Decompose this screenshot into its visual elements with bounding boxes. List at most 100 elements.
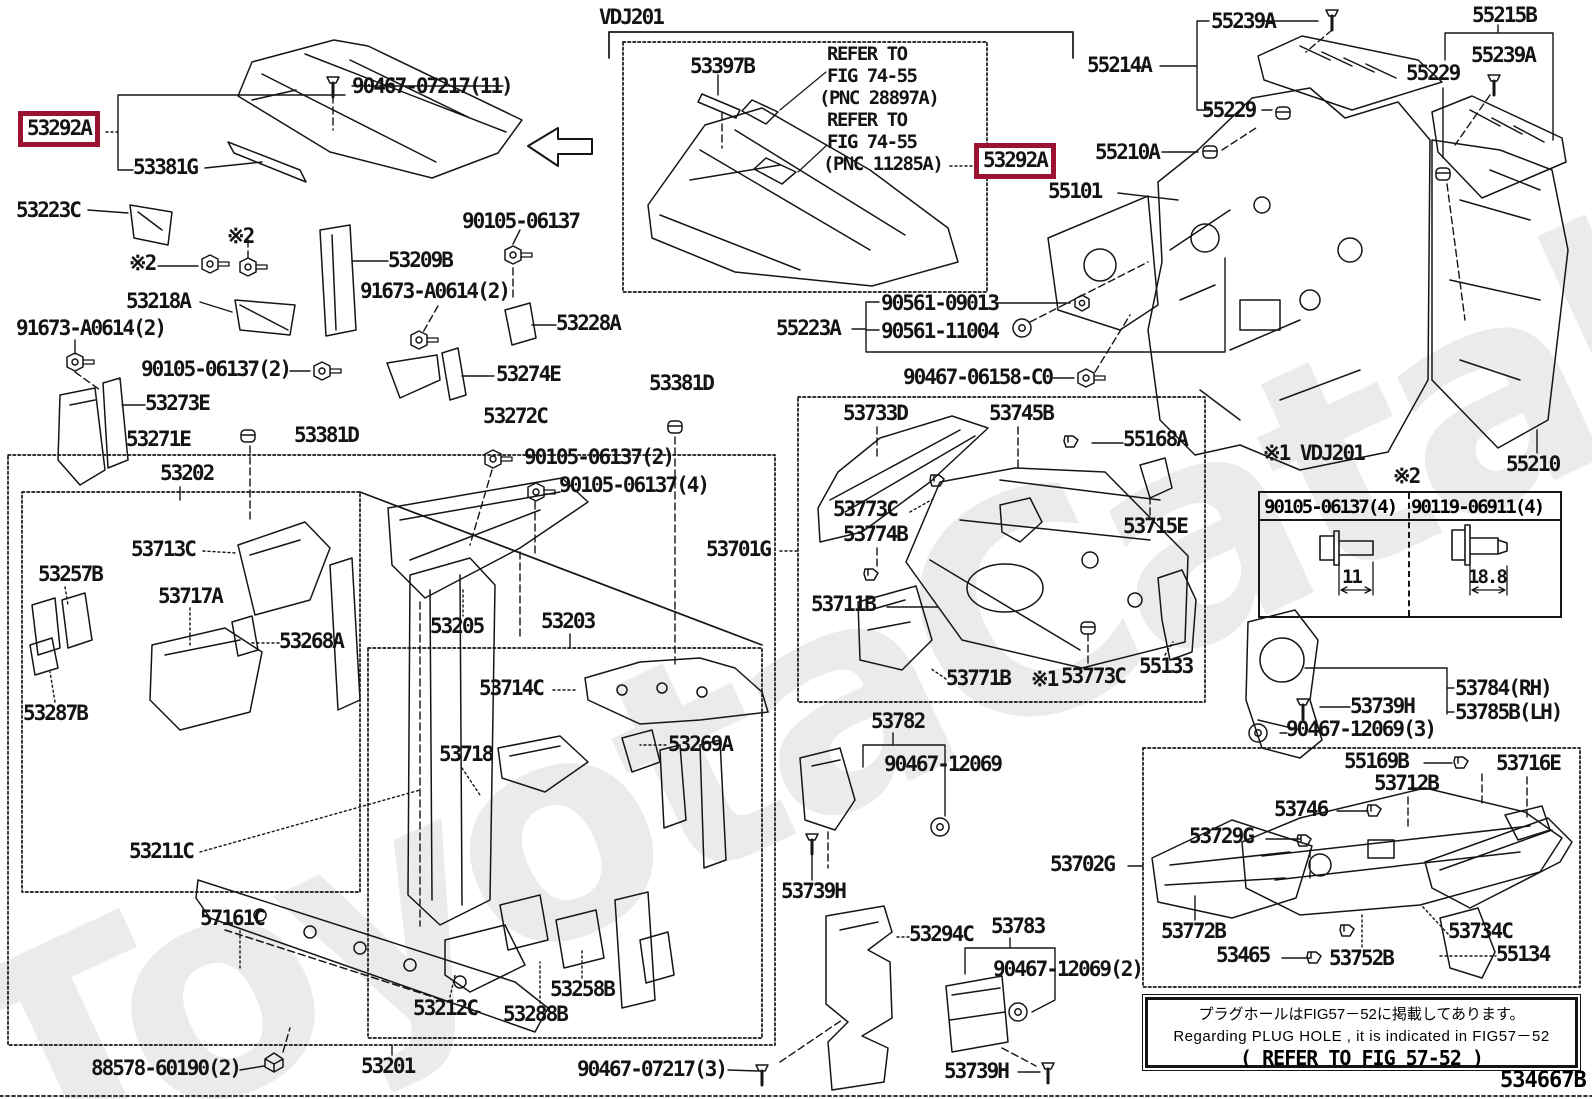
part-label[interactable]: 53734C <box>1448 919 1514 943</box>
part-label[interactable]: 53202 <box>160 461 215 485</box>
part-label[interactable]: 53381G <box>133 155 199 179</box>
part-label[interactable]: 53212C <box>413 996 479 1020</box>
part-label[interactable]: 53711B <box>811 592 877 616</box>
part-label[interactable]: 55229 <box>1406 61 1461 85</box>
left-arrow-icon <box>528 128 592 166</box>
part-label[interactable]: 53733D <box>843 401 909 425</box>
part-label[interactable]: 53287B <box>23 701 89 725</box>
part-label[interactable]: 53782 <box>871 709 926 733</box>
part-label[interactable]: 91673-A0614(2) <box>16 316 167 340</box>
spec-table-divider <box>1408 493 1410 616</box>
part-label[interactable]: 53273E <box>145 391 211 415</box>
part-label[interactable]: 53784(RH) <box>1455 676 1553 700</box>
part-label[interactable]: 91673-A0614(2) <box>360 279 511 303</box>
part-label[interactable]: 53201 <box>361 1054 416 1078</box>
part-label[interactable]: 55134 <box>1496 942 1551 966</box>
part-label[interactable]: 53272C <box>483 404 549 428</box>
part-label[interactable]: 55229 <box>1202 98 1257 122</box>
part-label[interactable]: 53771B <box>946 666 1012 690</box>
fastener-spec-table: 90105-06137(4) 90119-06911(4) <box>1258 491 1562 618</box>
spec-col1-part-number: 90105-06137(4) <box>1264 496 1398 518</box>
part-label[interactable]: 53785B(LH) <box>1455 700 1563 724</box>
part-label[interactable]: 55215B <box>1472 3 1538 27</box>
part-label[interactable]: 88578-60190(2) <box>91 1056 242 1080</box>
figure-code: 534667B <box>1500 1068 1587 1093</box>
part-label[interactable]: 53257B <box>38 562 104 586</box>
part-label[interactable]: 53701G <box>706 537 772 561</box>
part-label[interactable]: 53294C <box>909 922 975 946</box>
part-label[interactable]: 53729G <box>1189 824 1255 848</box>
part-label[interactable]: 90105-06137 <box>462 209 581 233</box>
part-label[interactable]: 53752B <box>1329 946 1395 970</box>
part-label[interactable]: 53745B <box>989 401 1055 425</box>
part-label[interactable]: 57161C <box>200 906 266 930</box>
part-label[interactable]: 90561-11004 <box>881 319 1000 343</box>
part-label[interactable]: 55168A <box>1123 427 1189 451</box>
cowl-top-53733d <box>818 416 988 542</box>
part-label[interactable]: 55239A <box>1211 9 1277 33</box>
part-label[interactable]: 53274E <box>496 362 562 386</box>
part-label[interactable]: 53203 <box>541 609 596 633</box>
part-label[interactable]: 90467-07217(11) <box>352 74 514 98</box>
radiator-support-drawings <box>30 205 588 925</box>
part-label[interactable]: 53774B <box>843 522 909 546</box>
part-label[interactable]: 90105-06137(2) <box>524 445 675 469</box>
part-label[interactable]: 53205 <box>430 614 485 638</box>
part-label[interactable]: 53271E <box>126 427 192 451</box>
part-label[interactable]: 55214A <box>1087 53 1153 77</box>
part-label[interactable]: 53717A <box>158 584 224 608</box>
part-label[interactable]: 90467-12069(2) <box>993 957 1144 981</box>
part-label[interactable]: 53716E <box>1496 751 1562 775</box>
part-label[interactable]: 55133 <box>1139 654 1194 678</box>
part-label[interactable]: 53739H <box>781 879 847 903</box>
part-label[interactable]: 53712B <box>1374 771 1440 795</box>
part-label[interactable]: 53715E <box>1123 514 1189 538</box>
part-label[interactable]: 55223A <box>776 316 842 340</box>
part-label[interactable]: 53739H <box>944 1059 1010 1083</box>
plate-53718 <box>498 736 588 792</box>
bracket-53715e <box>1140 458 1172 498</box>
part-label[interactable]: 53268A <box>279 629 345 653</box>
part-label[interactable]: 53702G <box>1050 852 1116 876</box>
spec-dim1: 11 <box>1342 566 1363 588</box>
part-label[interactable]: 53718 <box>439 742 494 766</box>
part-label[interactable]: 90467-12069 <box>884 752 1003 776</box>
part-label[interactable]: 53209B <box>388 248 454 272</box>
part-label[interactable]: 90561-09013 <box>881 291 1000 315</box>
part-label[interactable]: 53739H <box>1350 694 1416 718</box>
part-label[interactable]: 53218A <box>126 289 192 313</box>
part-label[interactable]: 55210 <box>1506 452 1561 476</box>
rail-53714c <box>585 658 768 724</box>
part-label[interactable]: 55169B <box>1344 749 1410 773</box>
part-label[interactable]: 53381D <box>294 423 360 447</box>
part-label[interactable]: 55239A <box>1471 43 1537 67</box>
part-label[interactable]: 90467-12069(3) <box>1286 717 1437 741</box>
part-label[interactable]: 53773C <box>833 497 899 521</box>
selected-part-label[interactable]: 53292A <box>18 111 100 147</box>
part-label[interactable]: 53228A <box>556 311 622 335</box>
part-label[interactable]: 53397B <box>690 54 756 78</box>
part-label[interactable]: 53211C <box>129 839 195 863</box>
part-label[interactable]: 53714C <box>479 676 545 700</box>
part-label[interactable]: 53381D <box>649 371 715 395</box>
part-label[interactable]: 53746 <box>1274 797 1329 821</box>
part-label[interactable]: 53713C <box>131 537 197 561</box>
vdj201-bracket <box>609 32 1073 58</box>
part-label[interactable]: 53288B <box>503 1002 569 1026</box>
selected-part-label[interactable]: 53292A <box>974 143 1056 179</box>
part-label[interactable]: 53258B <box>550 977 616 1001</box>
dash-insulator-55210-drawing <box>1432 140 1568 448</box>
part-label[interactable]: 53772B <box>1161 919 1227 943</box>
part-label[interactable]: 90467-07217(3) <box>577 1057 728 1081</box>
part-label[interactable]: 53465 <box>1216 943 1271 967</box>
part-label[interactable]: 90105-06137(4) <box>559 473 710 497</box>
part-label[interactable]: 53269A <box>668 732 734 756</box>
part-label[interactable]: 90105-06137(2) <box>141 357 292 381</box>
part-label[interactable]: 53773C <box>1061 664 1127 688</box>
part-label[interactable]: 90467-06158-C0 <box>903 365 1054 389</box>
brackets-53257b <box>32 593 92 655</box>
part-label[interactable]: 53783 <box>991 914 1046 938</box>
part-label[interactable]: 55101 <box>1048 179 1103 203</box>
part-label[interactable]: 55210A <box>1095 140 1161 164</box>
part-label[interactable]: 53223C <box>16 198 82 222</box>
